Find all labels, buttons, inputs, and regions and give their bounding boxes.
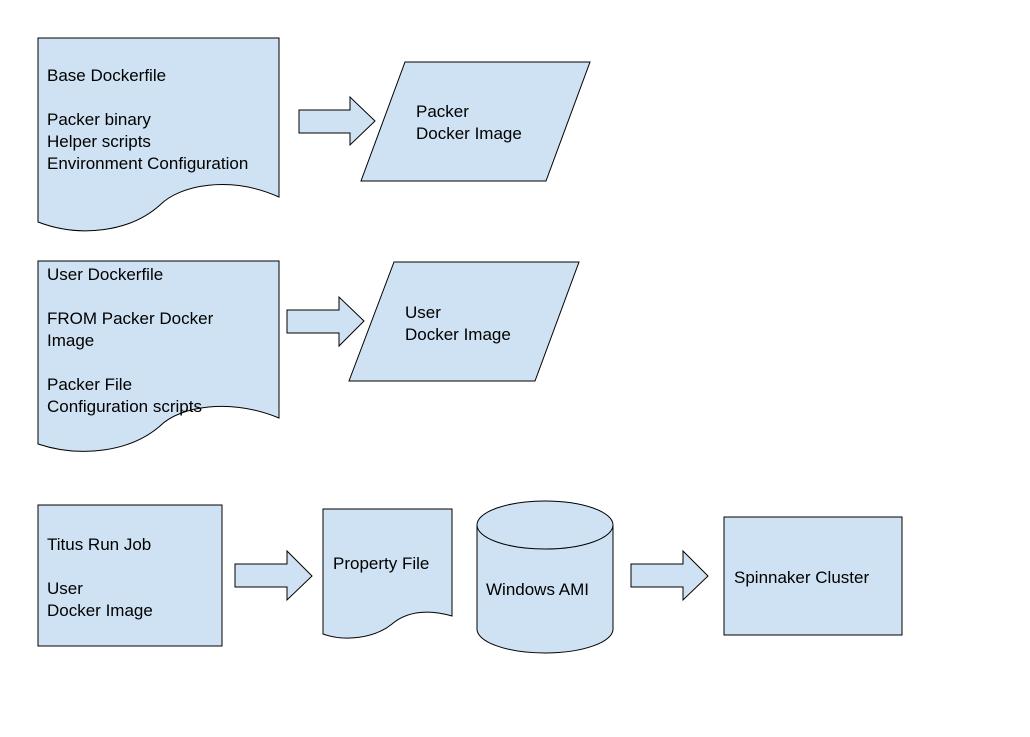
windows-ami-node: Windows AMI <box>476 500 614 654</box>
base-dockerfile-line: Helper scripts <box>47 132 151 151</box>
packer-docker-image-node: Packer Docker Image <box>360 61 591 182</box>
user-docker-image-node: User Docker Image <box>348 261 580 382</box>
titus-run-job-shape <box>37 504 223 647</box>
user-docker-image-label: Docker Image <box>405 325 511 344</box>
property-file-label: Property File <box>333 554 429 573</box>
titus-run-job-line: User <box>47 579 83 598</box>
windows-ami-label: Windows AMI <box>486 580 589 599</box>
arrow-right-icon <box>286 295 365 348</box>
property-file-document-shape <box>322 508 453 639</box>
arrow-right-icon <box>298 95 376 147</box>
base-dockerfile-node: Base Dockerfile Packer binary Helper scr… <box>37 37 280 232</box>
user-dockerfile-title: User Dockerfile <box>47 265 163 284</box>
spinnaker-cluster-label: Spinnaker Cluster <box>734 568 869 587</box>
titus-run-job-title: Titus Run Job <box>47 535 151 554</box>
titus-run-job-node: Titus Run Job User Docker Image <box>37 504 223 647</box>
spinnaker-cluster-node: Spinnaker Cluster <box>723 516 903 636</box>
user-docker-image-shape <box>348 261 580 382</box>
packer-docker-image-label: Docker Image <box>416 124 522 143</box>
arrow-right-icon <box>234 549 313 602</box>
user-docker-image-label: User <box>405 303 441 322</box>
packer-docker-image-shape <box>360 61 591 182</box>
property-file-node: Property File <box>322 508 453 639</box>
spinnaker-cluster-shape <box>723 516 903 636</box>
windows-ami-cylinder-top <box>476 500 614 550</box>
user-dockerfile-line: Image <box>47 331 94 350</box>
user-dockerfile-line: Configuration scripts <box>47 397 202 416</box>
arrow-right-icon <box>630 549 709 602</box>
base-dockerfile-line: Environment Configuration <box>47 154 248 173</box>
titus-run-job-line: Docker Image <box>47 601 153 620</box>
packer-docker-image-label: Packer <box>416 102 469 121</box>
base-dockerfile-document-shape <box>37 37 280 232</box>
user-dockerfile-line: FROM Packer Docker <box>47 309 214 328</box>
base-dockerfile-line: Packer binary <box>47 110 151 129</box>
user-dockerfile-line: Packer File <box>47 375 132 394</box>
windows-ami-cylinder-body <box>476 525 614 654</box>
base-dockerfile-title: Base Dockerfile <box>47 66 166 85</box>
user-dockerfile-node: User Dockerfile FROM Packer Docker Image… <box>37 260 280 452</box>
user-dockerfile-document-shape <box>37 260 280 452</box>
